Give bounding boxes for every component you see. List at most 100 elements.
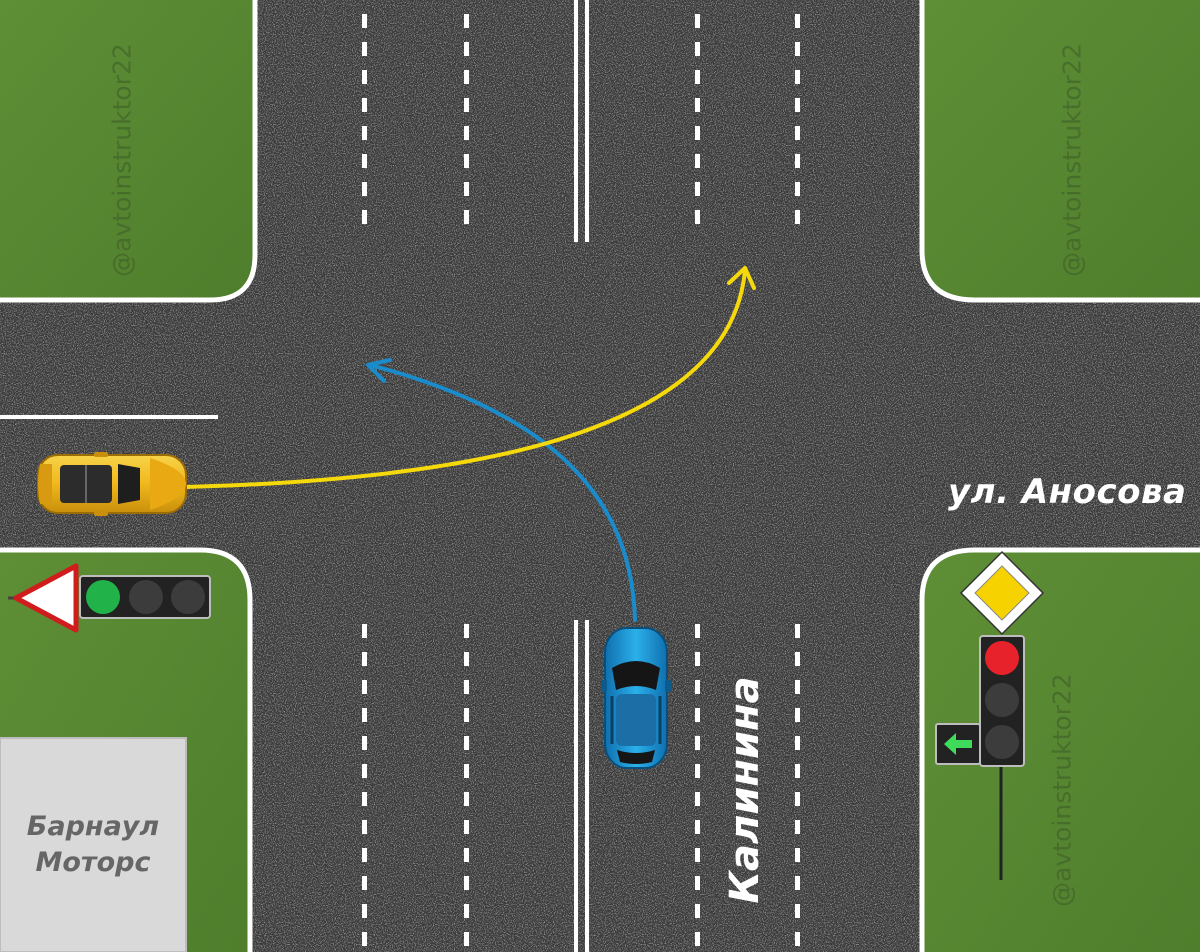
lane-dash — [795, 14, 800, 28]
lane-dash — [695, 820, 700, 834]
center-double-line-top-b — [585, 0, 589, 242]
building-label: Барнаул Моторс — [0, 738, 186, 952]
lane-dash — [795, 708, 800, 722]
lane-dash — [464, 820, 469, 834]
lane-dash — [795, 154, 800, 168]
lane-dash — [362, 932, 367, 946]
lane-dash — [464, 624, 469, 638]
lane-dash — [362, 904, 367, 918]
road-markings — [0, 0, 589, 952]
lane-dash — [795, 876, 800, 890]
lane-dash — [464, 70, 469, 84]
watermark-top-left: @avtoinstruktor22 — [107, 43, 137, 277]
lane-dash — [464, 876, 469, 890]
lane-dash — [695, 932, 700, 946]
lane-dash — [362, 820, 367, 834]
lane-dashes — [362, 14, 800, 946]
lane-dash — [464, 182, 469, 196]
lane-dash — [362, 792, 367, 806]
lane-dash — [695, 764, 700, 778]
lane-dash — [795, 736, 800, 750]
lane-dash — [362, 126, 367, 140]
watermark-bottom-right: @avtoinstruktor22 — [1047, 673, 1077, 907]
building-label-line1: Барнаул — [26, 811, 160, 842]
lane-dash — [795, 652, 800, 666]
lane-dash — [362, 876, 367, 890]
blue-car — [601, 627, 671, 769]
west-signals — [8, 563, 211, 633]
yellow-car-path-arrowhead — [727, 266, 756, 290]
lane-dash — [464, 932, 469, 946]
lane-dash — [795, 792, 800, 806]
watermark-top-right: @avtoinstruktor22 — [1057, 43, 1087, 277]
building-label-line2: Моторс — [35, 847, 151, 878]
lane-dash — [795, 764, 800, 778]
lane-dash — [464, 736, 469, 750]
traffic-light-east-red — [985, 641, 1019, 675]
lane-dash — [695, 680, 700, 694]
traffic-light-west-off-2 — [171, 580, 205, 614]
lane-dash — [695, 14, 700, 28]
lane-dash — [795, 126, 800, 140]
lane-dash — [464, 14, 469, 28]
lane-dash — [795, 624, 800, 638]
lane-dash — [464, 98, 469, 112]
lane-dash — [695, 904, 700, 918]
lane-dash — [695, 210, 700, 224]
traffic-light-west-off-1 — [129, 580, 163, 614]
street-label-kalinina: Калинина — [722, 676, 768, 904]
lane-dash — [795, 70, 800, 84]
lane-dash — [795, 42, 800, 56]
lane-dash — [362, 154, 367, 168]
maneuver-paths — [183, 266, 756, 622]
lane-dash — [795, 98, 800, 112]
lane-dash — [795, 848, 800, 862]
lane-dash — [464, 126, 469, 140]
lane-dash — [695, 154, 700, 168]
lane-dash — [362, 708, 367, 722]
lane-dash — [795, 182, 800, 196]
grass-top-left — [0, 0, 258, 303]
grass-top-right — [919, 0, 1200, 303]
lane-dash — [362, 42, 367, 56]
street-label-anosova: ул. Аносова — [948, 472, 1187, 512]
lane-dash — [464, 154, 469, 168]
stop-line-west — [0, 415, 218, 419]
building — [0, 737, 187, 952]
center-double-line-bottom-a — [574, 620, 578, 952]
lane-dash — [362, 736, 367, 750]
lane-dash — [695, 126, 700, 140]
lane-dash — [795, 932, 800, 946]
traffic-light-east-off-1 — [985, 683, 1019, 717]
lane-dash — [362, 764, 367, 778]
lane-dash — [464, 680, 469, 694]
lane-dash — [695, 98, 700, 112]
lane-dash — [695, 736, 700, 750]
lane-dash — [695, 624, 700, 638]
lane-dash — [362, 210, 367, 224]
lane-dash — [695, 708, 700, 722]
lane-dash — [795, 680, 800, 694]
center-double-line-bottom-b — [585, 620, 589, 952]
lane-dash — [362, 98, 367, 112]
lane-dash — [464, 652, 469, 666]
lane-dash — [795, 210, 800, 224]
lane-dash — [362, 182, 367, 196]
lane-dash — [464, 792, 469, 806]
center-double-line-top-a — [574, 0, 578, 242]
lane-dash — [795, 820, 800, 834]
green-left-arrow-icon — [944, 733, 972, 755]
lane-dash — [362, 14, 367, 28]
lane-dash — [464, 848, 469, 862]
lane-dash — [362, 848, 367, 862]
lane-dash — [695, 848, 700, 862]
blue-car-path — [368, 363, 637, 622]
traffic-light-east-off-2 — [985, 725, 1019, 759]
lane-dash — [464, 904, 469, 918]
yellow-car-path — [183, 268, 747, 489]
yellow-car — [37, 452, 187, 516]
lane-dash — [464, 708, 469, 722]
lane-dash — [695, 70, 700, 84]
blue-car-path-arrowhead — [366, 358, 392, 383]
